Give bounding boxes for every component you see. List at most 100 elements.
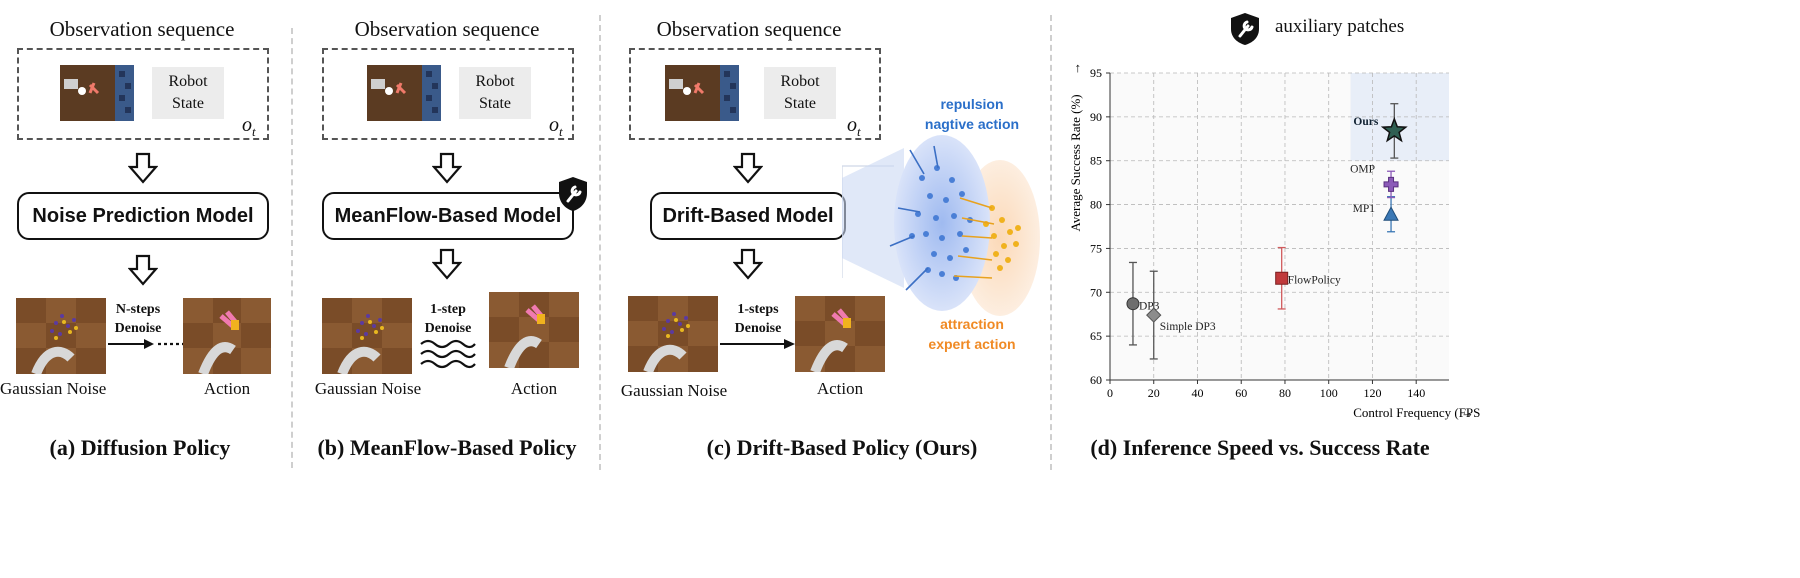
down-arrow <box>432 248 462 280</box>
action-image <box>183 298 271 374</box>
state-label-line2: State <box>784 95 816 112</box>
separator-3 <box>1050 15 1052 470</box>
state-label-line2: State <box>479 95 511 112</box>
denoise-line2: Denoise <box>734 321 782 336</box>
repulsion-line2: nagtive action <box>924 116 1020 132</box>
denoise-line2: Denoise <box>424 321 472 336</box>
down-arrow <box>733 248 763 280</box>
y-tick-label: 75 <box>1090 241 1102 255</box>
y-tick-label: 65 <box>1090 329 1102 343</box>
y-tick-label: 85 <box>1090 154 1102 168</box>
ot-o: o <box>847 114 857 136</box>
denoise-line2: Denoise <box>114 321 162 336</box>
observation-box <box>17 48 269 140</box>
state-label-line1: Robot <box>780 73 820 90</box>
x-tick-label: 20 <box>1148 386 1160 400</box>
noise-image <box>628 296 718 372</box>
observation-image <box>665 65 739 121</box>
chart-caption: (d) Inference Speed vs. Success Rate <box>1090 435 1430 460</box>
data-point <box>1383 176 1399 192</box>
x-tick-label: 60 <box>1235 386 1247 400</box>
observation-image <box>367 65 441 121</box>
point-label: OMP <box>1350 163 1375 175</box>
attraction-label: attraction expert action <box>912 314 1032 354</box>
action-label: Action <box>816 379 864 398</box>
noise-label: Gaussian Noise <box>620 381 728 400</box>
ot-o: o <box>242 114 252 136</box>
data-point <box>1383 206 1399 221</box>
down-arrow <box>128 254 158 286</box>
data-point <box>1126 297 1140 311</box>
y-tick-label: 80 <box>1090 198 1102 212</box>
y-tick-label: 90 <box>1090 110 1102 124</box>
y-axis-label: Average Success Rate (%) <box>1068 94 1083 231</box>
wrench-shield-icon <box>1231 13 1259 45</box>
point-label: Ours <box>1353 116 1378 128</box>
denoise-line1: 1-step <box>430 302 466 317</box>
action-label: Action <box>203 379 251 398</box>
denoise-arrow <box>108 339 184 349</box>
separator-1 <box>291 28 293 468</box>
x-axis-label: Control Frequency (FPS) <box>1353 405 1480 420</box>
legend-label: auxiliary patches <box>1275 16 1405 37</box>
denoise-arrow <box>720 339 795 349</box>
obs-title: Observation sequence <box>656 17 842 41</box>
separator-2 <box>599 15 601 470</box>
denoise-line1: 1-steps <box>737 302 779 317</box>
x-tick-label: 40 <box>1191 386 1203 400</box>
wrench-shield-icon <box>559 177 587 211</box>
point-label: FlowPolicy <box>1288 274 1341 286</box>
drift-visualization <box>842 135 1040 316</box>
data-point <box>1380 116 1408 143</box>
data-point <box>1275 271 1289 285</box>
point-label: MP1 <box>1353 203 1376 215</box>
x-tick-label: 120 <box>1363 386 1381 400</box>
down-arrow <box>733 152 763 184</box>
x-tick-label: 100 <box>1320 386 1338 400</box>
x-tick-label: 80 <box>1279 386 1291 400</box>
denoise-line1: N-steps <box>115 302 161 317</box>
panel-caption: (b) MeanFlow-Based Policy <box>317 435 577 460</box>
noise-label: Gaussian Noise <box>0 379 107 398</box>
noise-image <box>16 298 106 374</box>
noise-label: Gaussian Noise <box>314 379 422 398</box>
yellow-dots <box>983 205 1021 271</box>
noise-image <box>322 298 412 374</box>
action-image <box>795 296 885 372</box>
x-tick-label: 140 <box>1407 386 1425 400</box>
wave-icon <box>420 339 476 369</box>
panel-caption: (a) Diffusion Policy <box>49 435 231 460</box>
action-image <box>489 292 579 368</box>
obs-title: Observation sequence <box>354 17 540 41</box>
point-label: Simple DP3 <box>1160 321 1216 333</box>
state-label-line2: State <box>172 95 204 112</box>
ot-o: o <box>549 114 559 136</box>
ot-sub: t <box>559 124 563 139</box>
ot-sub: t <box>252 124 256 139</box>
down-arrow <box>432 152 462 184</box>
x-axis-arrow: → <box>1461 405 1474 420</box>
attraction-line1: attraction <box>940 316 1004 332</box>
down-arrow <box>128 152 158 184</box>
ot-label: ot <box>549 114 563 140</box>
obs-title: Observation sequence <box>49 17 235 41</box>
y-tick-label: 70 <box>1090 285 1102 299</box>
data-point <box>1146 307 1162 323</box>
y-tick-label: 60 <box>1090 373 1102 387</box>
observation-box <box>322 48 574 140</box>
repulsion-line1: repulsion <box>940 96 1004 112</box>
attraction-line2: expert action <box>928 336 1016 352</box>
observation-image <box>60 65 134 121</box>
action-label: Action <box>510 379 558 398</box>
state-label-line1: Robot <box>475 73 515 90</box>
